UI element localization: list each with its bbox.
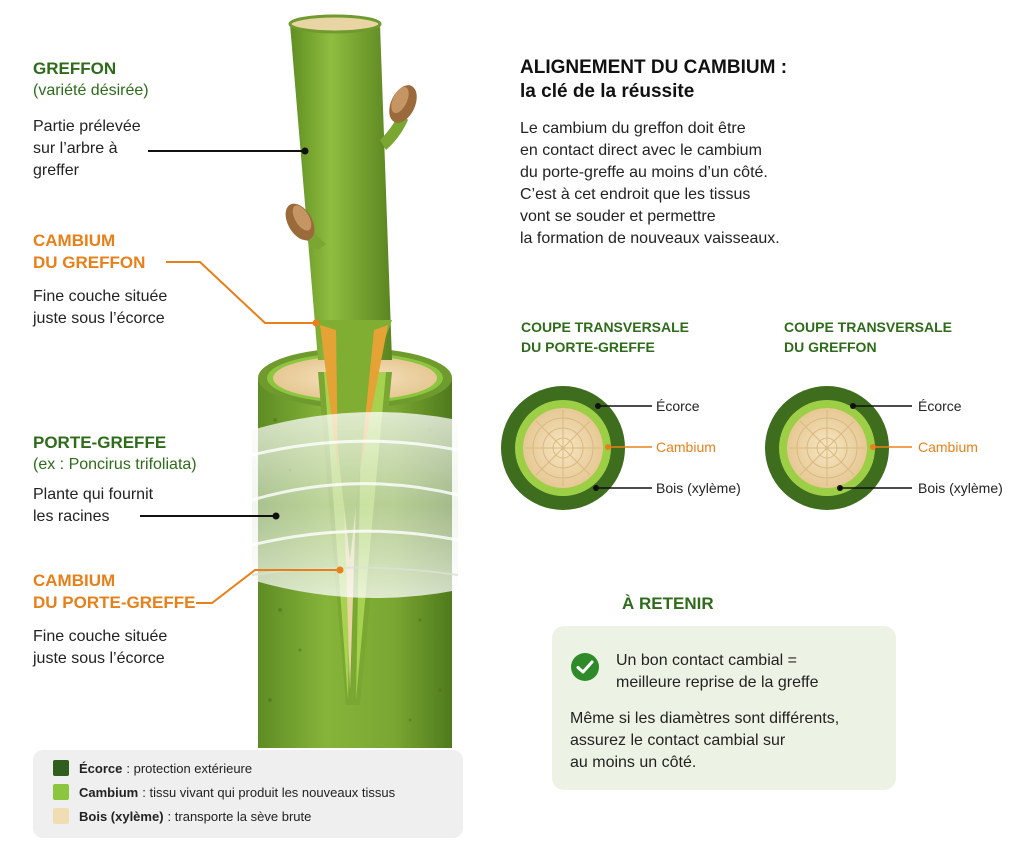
retenir-line4: assurez le contact cambial sur — [570, 732, 786, 749]
cambium-porte-desc2: juste sous l’écorce — [33, 650, 165, 667]
cambium-greffon-title1: CAMBIUM — [33, 231, 116, 250]
legend-item-ecorce: Écorce : protection extérieure — [53, 760, 252, 776]
section-title-rootstock: COUPE TRANSVERSALE DU PORTE-GREFFE — [521, 317, 689, 357]
legend-desc: : protection extérieure — [126, 760, 253, 776]
label-porte-greffe: PORTE-GREFFE (ex : Poncirus trifoliata) … — [33, 432, 197, 528]
info-heading-line2: la clé de la réussite — [520, 81, 695, 102]
section-title-scion: COUPE TRANSVERSALE DU GREFFON — [784, 317, 952, 357]
cross-section-rootstock — [501, 386, 652, 510]
scion-bois-label: Bois (xylème) — [918, 480, 1003, 496]
section-title-scion-line1: COUPE TRANSVERSALE — [784, 319, 953, 335]
rootstock-cambium-label: Cambium — [656, 439, 716, 455]
greffon-desc-line1: Partie prélevée — [33, 118, 141, 135]
legend-desc: : tissu vivant qui produit les nouveaux … — [142, 784, 396, 800]
info-line: du porte-greffe au moins d’un côté. — [520, 164, 768, 181]
section-title-scion-line2: DU GREFFON — [784, 339, 877, 355]
retenir-line1: Un bon contact cambial = — [616, 652, 797, 669]
legend-item-cambium: Cambium : tissu vivant qui produit les n… — [53, 784, 395, 800]
legend-item-bois: Bois (xylème) : transporte la sève brute — [53, 808, 311, 824]
cambium-greffon-desc1: Fine couche située — [33, 288, 168, 305]
legend-term: Écorce — [79, 760, 123, 776]
cross-section-scion — [765, 386, 912, 510]
info-line: la formation de nouveaux vaisseaux. — [520, 230, 780, 247]
legend-term: Cambium — [79, 784, 139, 800]
legend-swatch-bois — [53, 808, 69, 824]
greffon-title: GREFFON — [33, 59, 117, 78]
cambium-porte-title1: CAMBIUM — [33, 571, 116, 590]
info-line: Le cambium du greffon doit être — [520, 120, 746, 137]
section-title-rootstock-line1: COUPE TRANSVERSALE — [521, 319, 690, 335]
retenir-box: Un bon contact cambial = meilleure repri… — [552, 626, 896, 790]
scion-ecorce-label: Écorce — [918, 398, 962, 414]
rootstock-ecorce-label: Écorce — [656, 398, 700, 414]
info-block: ALIGNEMENT DU CAMBIUM : la clé de la réu… — [520, 56, 787, 250]
cambium-porte-desc1: Fine couche située — [33, 628, 168, 645]
info-line: C’est à cet endroit que les tissus — [520, 186, 751, 203]
cambium-greffon-title2: DU GREFFON — [33, 253, 146, 272]
retenir-line3: Même si les diamètres sont différents, — [570, 710, 840, 727]
cambium-porte-title2: DU PORTE-GREFFE — [33, 593, 196, 612]
grafting-tape — [251, 412, 459, 598]
porte-greffe-subtitle: (ex : Poncirus trifoliata) — [33, 456, 197, 473]
label-greffon: GREFFON (variété désirée) Partie prélevé… — [33, 58, 149, 182]
greffon-desc-line3: greffer — [33, 162, 79, 179]
bud-lower — [285, 203, 326, 250]
legend-desc: : transporte la sève brute — [167, 808, 312, 824]
legend-swatch-ecorce — [53, 760, 69, 776]
scion-cambium-label: Cambium — [918, 439, 978, 455]
legend-term: Bois (xylème) — [79, 808, 164, 824]
legend-swatch-cambium — [53, 784, 69, 800]
legend: Écorce : protection extérieure Cambium :… — [33, 750, 463, 838]
info-line: vont se souder et permettre — [520, 208, 716, 225]
retenir-line2: meilleure reprise de la greffe — [616, 674, 819, 691]
info-line: en contact direct avec le cambium — [520, 142, 762, 159]
check-icon — [571, 653, 599, 681]
porte-greffe-title: PORTE-GREFFE — [33, 433, 167, 452]
cambium-greffon-desc2: juste sous l’écorce — [33, 310, 165, 327]
porte-greffe-desc1: Plante qui fournit — [33, 486, 154, 503]
rootstock-bois-label: Bois (xylème) — [656, 480, 741, 496]
retenir-line5: au moins un côté. — [570, 754, 697, 771]
bud-upper — [380, 85, 417, 150]
greffon-desc-line2: sur l’arbre à — [33, 140, 118, 157]
retenir-title: À RETENIR — [622, 594, 714, 613]
leader-lines — [140, 147, 344, 604]
info-heading-line1: ALIGNEMENT DU CAMBIUM : — [520, 57, 788, 78]
greffon-subtitle: (variété désirée) — [33, 82, 149, 99]
section-title-rootstock-line2: DU PORTE-GREFFE — [521, 339, 655, 355]
porte-greffe-desc2: les racines — [33, 508, 110, 525]
label-cambium-greffon: CAMBIUM DU GREFFON Fine couche située ju… — [33, 230, 167, 330]
label-cambium-porte-greffe: CAMBIUM DU PORTE-GREFFE Fine couche situ… — [33, 570, 195, 670]
